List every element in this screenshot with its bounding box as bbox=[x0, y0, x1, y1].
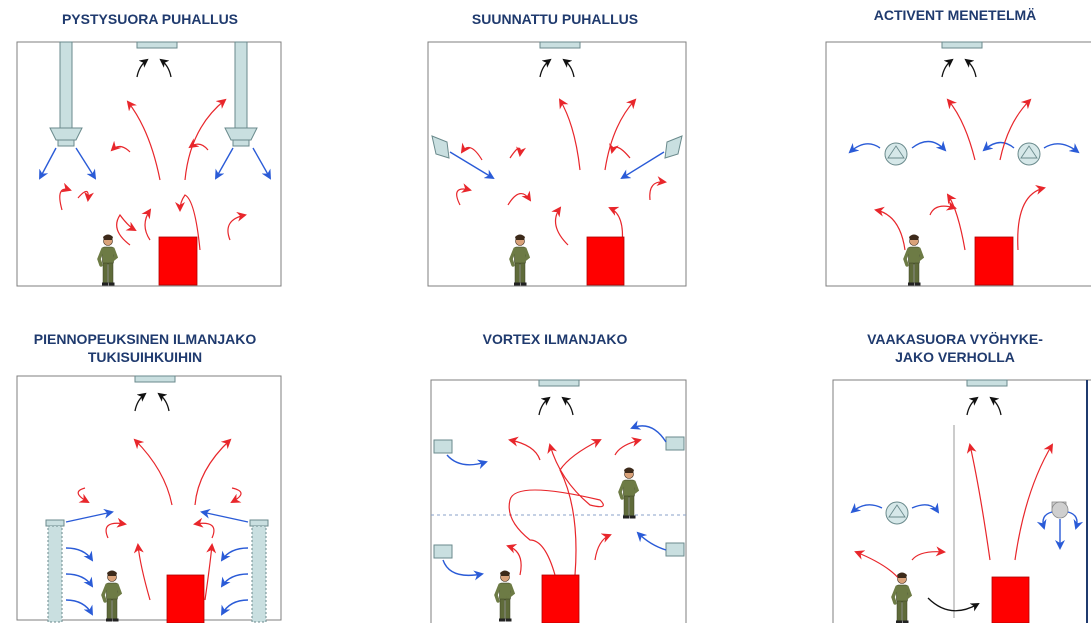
person-icon bbox=[101, 568, 122, 623]
person-icon bbox=[891, 570, 912, 623]
heat-source-block bbox=[541, 574, 580, 623]
room-outline bbox=[427, 41, 687, 287]
panel-title-vortex: VORTEX ILMANJAKO bbox=[482, 331, 628, 347]
exhaust-vent-icon bbox=[967, 380, 1007, 415]
panel-title-piennopeuksinen: PIENNOPEUKSINEN ILMANJAKO TUKISUIHKUIHIN bbox=[33, 331, 257, 365]
duct-right bbox=[224, 41, 258, 147]
fan-unit-icon bbox=[885, 501, 909, 525]
transfer-arrow bbox=[927, 597, 980, 612]
panel-title-activent: ACTIVENT MENETELMÄ bbox=[873, 7, 1037, 23]
heat-source-block bbox=[158, 236, 198, 286]
duct-left bbox=[49, 41, 83, 147]
room-outline bbox=[832, 379, 1091, 623]
fan-unit-icon bbox=[1017, 142, 1041, 166]
panel-vaakasuora bbox=[832, 379, 1091, 623]
panel-piennopeuksinen bbox=[16, 376, 282, 623]
fan-unit-icon bbox=[884, 142, 908, 166]
panel-vortex bbox=[430, 380, 687, 623]
exhaust-vent-icon bbox=[942, 42, 982, 77]
exhaust-vent-icon bbox=[539, 380, 579, 415]
person-icon bbox=[509, 232, 530, 288]
panel-pystysuora bbox=[16, 41, 282, 288]
panel-activent bbox=[825, 41, 1091, 288]
heat-source-block bbox=[166, 574, 205, 623]
panel-title-pystysuora: PYSTYSUORA PUHALLUS bbox=[61, 11, 239, 27]
exhaust-vent-icon bbox=[135, 376, 175, 411]
person-icon bbox=[903, 232, 924, 288]
heat-source-block bbox=[586, 236, 625, 286]
vortex-diffusers bbox=[433, 436, 685, 559]
person-icon bbox=[618, 465, 639, 521]
panel-suunnattu bbox=[427, 41, 687, 288]
person-icon bbox=[97, 232, 118, 288]
room-outline bbox=[825, 41, 1091, 287]
exhaust-vent-icon bbox=[137, 42, 177, 77]
heat-source-block bbox=[974, 236, 1014, 286]
person-icon bbox=[494, 568, 515, 623]
heat-source-block bbox=[991, 576, 1030, 623]
panel-title-vaakasuora: VAAKASUORA VYÖHYKE- JAKO VERHOLLA bbox=[867, 331, 1043, 365]
panel-title-suunnattu: SUUNNATTU PUHALLUS bbox=[471, 11, 639, 27]
side-diffusers bbox=[431, 135, 683, 159]
exhaust-vent-icon bbox=[540, 42, 580, 77]
cooling-unit bbox=[1051, 501, 1069, 519]
low-velocity-columns bbox=[45, 519, 269, 623]
